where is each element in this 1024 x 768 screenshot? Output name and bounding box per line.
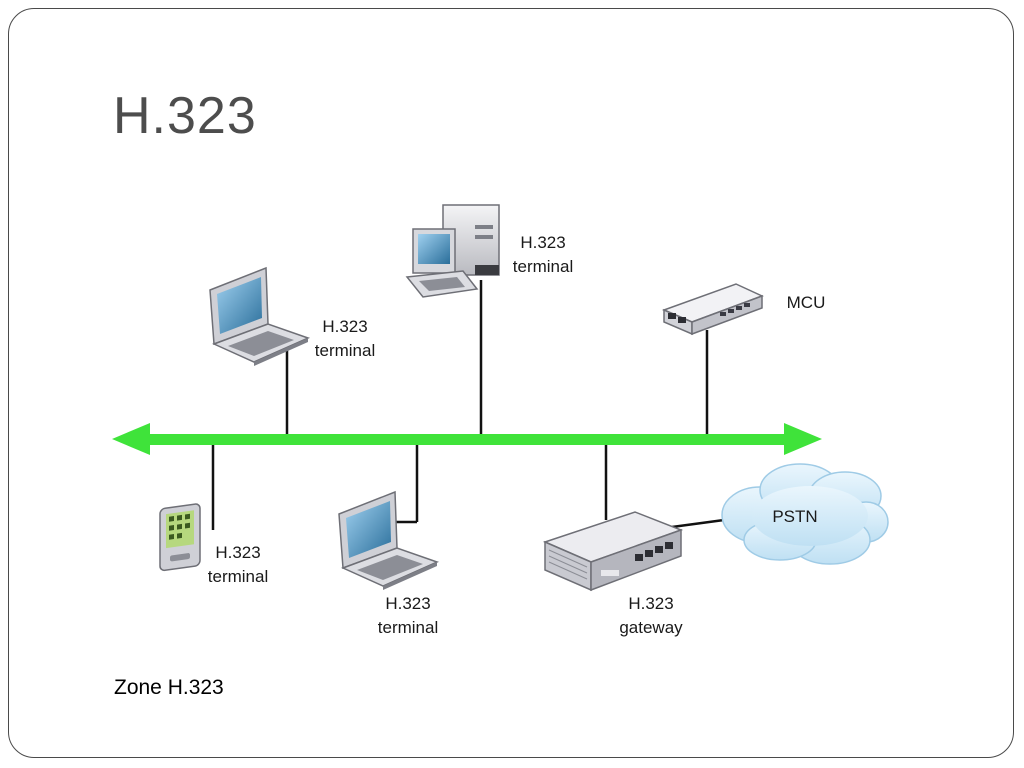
zone-caption: Zone H.323: [114, 676, 224, 699]
desktop-top-label-line1: H.323: [520, 233, 565, 252]
mcu-device-icon: [661, 283, 764, 336]
desktop-computer-icon: [405, 204, 500, 298]
laptop-icon: [209, 266, 311, 366]
laptop-top-label-line1: H.323: [322, 317, 367, 336]
desktop-top-label-line2: terminal: [513, 257, 573, 276]
gateway-device-icon: [542, 511, 684, 592]
link-pstn: [671, 518, 725, 529]
pstn-cloud-icon: [721, 463, 889, 565]
laptop-top-label-line2: terminal: [315, 341, 375, 360]
backbone-arrow-right-icon: [784, 423, 822, 455]
slide-frame: [8, 8, 1014, 758]
mcu-label: MCU: [787, 293, 826, 312]
backbone-arrow-left-icon: [112, 423, 150, 455]
pda-icon: [159, 503, 201, 572]
pda-label-line2: terminal: [208, 567, 268, 586]
connection-lines: [211, 280, 725, 530]
laptop-icon: [338, 490, 440, 590]
laptop-bottom-label-line2: terminal: [378, 618, 438, 637]
pstn-label: PSTN: [772, 507, 817, 526]
network-backbone: [112, 423, 822, 455]
laptop-bottom-label-line1: H.323: [385, 594, 430, 613]
slide-title: H.323: [113, 87, 257, 145]
gateway-label-line1: H.323: [628, 594, 673, 613]
gateway-label-line2: gateway: [619, 618, 683, 637]
pda-label-line1: H.323: [215, 543, 260, 562]
node-labels: H.323 terminal H.323 terminal MCU H.323 …: [208, 233, 826, 637]
